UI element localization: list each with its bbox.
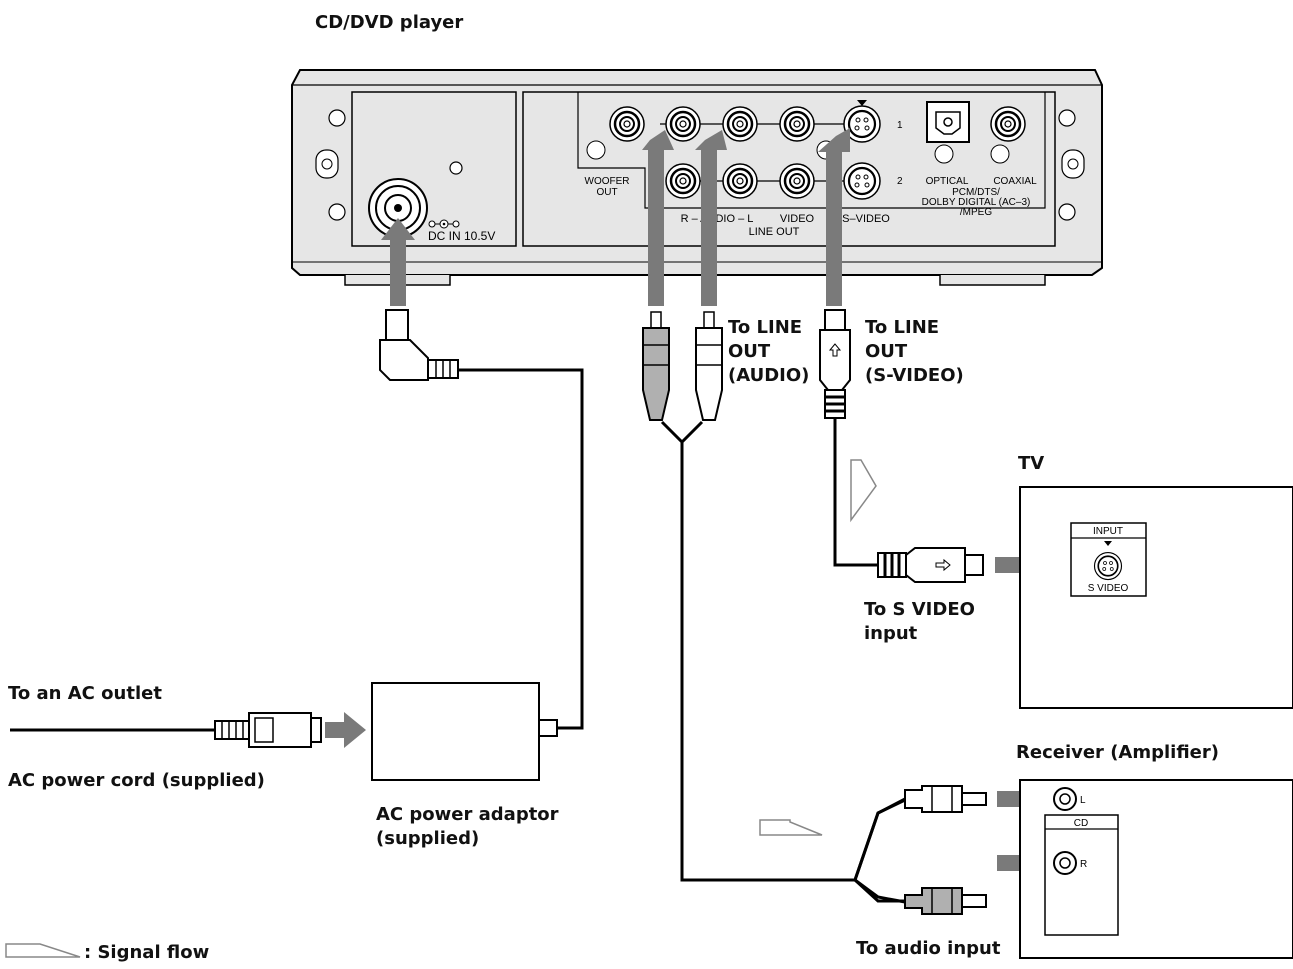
s-video-cable xyxy=(833,418,878,567)
receiver-r-label: R xyxy=(1080,859,1087,870)
dc-in-label: DC IN 10.5V xyxy=(428,229,495,243)
to-line-out-audio-label: To LINE OUT (AUDIO) xyxy=(728,316,809,388)
port-2-label: 2 xyxy=(897,176,903,187)
to-line-out-svideo-line-3: (S-VIDEO) xyxy=(865,365,964,386)
audio-plug-l xyxy=(695,311,723,421)
receiver-l-label: L xyxy=(1080,795,1086,806)
player-title: CD/DVD player xyxy=(315,12,464,33)
signal-flow-arrow-tv xyxy=(850,459,877,523)
s-video-plug-horizontal xyxy=(877,547,984,583)
receiver-box: CD L R xyxy=(1019,779,1293,959)
port-1-label: 1 xyxy=(897,120,903,131)
to-s-video-input-line-2: input xyxy=(864,623,918,644)
ac-power-adaptor-line-1: AC power adaptor xyxy=(376,804,559,825)
receiver-cd-label: CD xyxy=(1074,818,1088,829)
dc-arrow xyxy=(381,218,415,306)
woofer-out-label-1: WOOFER xyxy=(585,176,630,187)
ac-power-adaptor-label: AC power adaptor (supplied) xyxy=(376,803,559,851)
tv-box: INPUT S VIDEO xyxy=(1019,486,1293,709)
line-out-label: LINE OUT xyxy=(749,226,800,238)
dc-in-jack xyxy=(368,178,428,238)
optical-label: OPTICAL xyxy=(926,176,969,187)
audio-l-jack-2 xyxy=(721,162,759,200)
signal-flow-legend-label: : Signal flow xyxy=(84,942,210,963)
woofer-out-label-2: OUT xyxy=(596,187,617,198)
s-video-label: S–VIDEO xyxy=(842,213,890,225)
video-label: VIDEO xyxy=(780,213,815,225)
ac-power-cord-label: AC power cord (supplied) xyxy=(8,770,265,791)
tv-s-video-jack xyxy=(1093,551,1123,581)
audio-r-jack-2 xyxy=(664,162,702,200)
to-line-out-audio-line-1: To LINE xyxy=(728,317,803,338)
audio-cable xyxy=(660,420,855,882)
dc-polarity-icon xyxy=(428,219,460,229)
audio-l-arrow xyxy=(695,130,727,306)
optical-port xyxy=(926,101,970,143)
digital-format-label-2: DOLBY DIGITAL (AC–3) xyxy=(922,197,1031,208)
audio-l-jack-1 xyxy=(721,105,759,143)
signal-flow-legend-icon xyxy=(5,943,81,958)
ac-arrow xyxy=(325,712,366,748)
digital-format-label-1: PCM/DTS/ xyxy=(952,187,1000,198)
signal-flow-arrows xyxy=(5,459,877,958)
s-video-jack-2 xyxy=(842,161,882,201)
video-jack-2 xyxy=(778,162,816,200)
woofer-out-jack xyxy=(608,105,646,143)
tv-input-label: INPUT xyxy=(1093,526,1123,537)
coaxial-jack xyxy=(989,105,1027,143)
signal-flow-arrow-receiver xyxy=(759,819,823,836)
ac-power-adaptor-line-2: (supplied) xyxy=(376,828,480,849)
ac-plug xyxy=(214,712,322,748)
dc-plug xyxy=(379,309,459,381)
video-jack-1 xyxy=(778,105,816,143)
to-ac-outlet-label: To an AC outlet xyxy=(8,683,162,704)
to-s-video-input-label: To S VIDEO input xyxy=(864,598,975,646)
audio-r-jack-1 xyxy=(664,105,702,143)
digital-format-label-3: /MPEG xyxy=(960,207,992,218)
to-s-video-input-line-1: To S VIDEO xyxy=(864,599,975,620)
to-line-out-audio-line-3: (AUDIO) xyxy=(728,365,810,386)
ac-power-adaptor xyxy=(371,682,558,781)
audio-r-arrow xyxy=(642,130,674,306)
coaxial-label: COAXIAL xyxy=(993,176,1037,187)
receiver-label: Receiver (Amplifier) xyxy=(1016,742,1219,763)
audio-plug-r xyxy=(642,311,670,421)
tv-s-video-label: S VIDEO xyxy=(1088,583,1129,594)
dc-cable xyxy=(458,368,584,730)
to-line-out-audio-line-2: OUT xyxy=(728,341,771,362)
to-line-out-svideo-line-1: To LINE xyxy=(865,317,940,338)
player-rear-panel: WOOFER OUT R – AUDIO – L VIDEO S–VIDEO L… xyxy=(291,69,1103,286)
receiver-plug-r xyxy=(904,887,987,915)
s-video-plug-vertical xyxy=(819,309,851,419)
tv-label: TV xyxy=(1018,453,1045,474)
receiver-plug-l xyxy=(904,785,987,813)
to-audio-input-label: To audio input xyxy=(856,938,1001,959)
s-video-arrow xyxy=(818,128,850,306)
to-line-out-svideo-line-2: OUT xyxy=(865,341,908,362)
to-line-out-svideo-label: To LINE OUT (S-VIDEO) xyxy=(865,316,964,388)
